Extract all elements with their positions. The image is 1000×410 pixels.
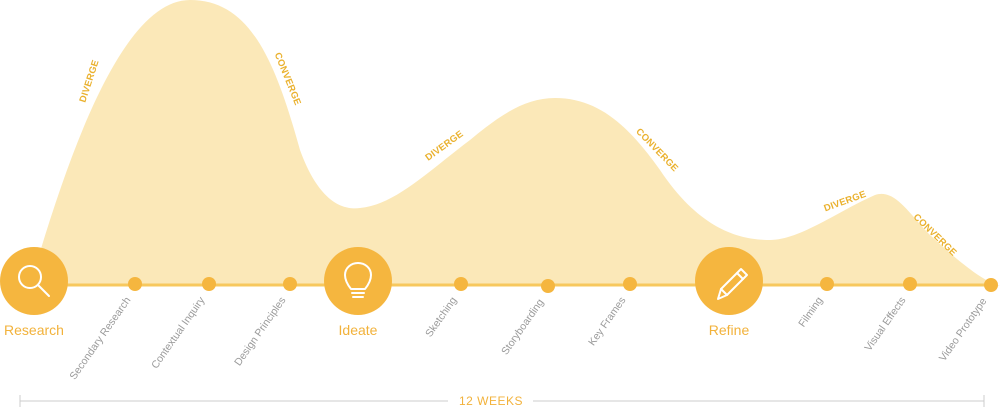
step-visual-effects: Visual Effects	[862, 277, 917, 354]
step-dot	[623, 277, 637, 291]
pen-icon	[717, 268, 748, 300]
timeline-bracket: 12 WEEKS	[19, 394, 985, 408]
phase-circle	[324, 247, 392, 315]
step-dot	[984, 278, 998, 292]
step-dot	[283, 277, 297, 291]
step-storyboarding: Storyboarding	[499, 279, 555, 357]
step-label: Key Frames	[586, 295, 628, 348]
step-label: Visual Effects	[862, 295, 908, 354]
step-label: Filming	[796, 295, 825, 330]
step-video-prototype: Video Prototype	[937, 278, 998, 364]
phase-circle	[0, 247, 68, 315]
phase-label-refine: Refine	[709, 322, 750, 338]
step-key-frames: Key Frames	[586, 277, 637, 348]
lightbulb-icon	[344, 262, 372, 298]
search-icon	[18, 265, 50, 297]
phase-ideate: Ideate	[324, 247, 392, 338]
step-dot	[903, 277, 917, 291]
step-label: Design Principles	[232, 295, 288, 368]
step-markers: Secondary Research Contextual Inquiry De…	[67, 277, 998, 382]
phase-label-ideate: Ideate	[339, 322, 378, 338]
step-label: Storyboarding	[499, 297, 546, 358]
step-secondary-research: Secondary Research	[67, 277, 142, 382]
step-contextual-inquiry: Contextual Inquiry	[149, 277, 216, 371]
phase-label-research: Research	[4, 322, 64, 338]
divergence-wave	[40, 0, 1000, 286]
step-dot	[202, 277, 216, 291]
step-design-principles: Design Principles	[232, 277, 297, 368]
step-label: Contextual Inquiry	[149, 294, 208, 371]
step-dot	[128, 277, 142, 291]
step-dot	[454, 277, 468, 291]
phase-research: Research	[0, 247, 68, 338]
phase-refine: Refine	[695, 247, 763, 338]
step-dot	[820, 277, 834, 291]
step-label: Secondary Research	[67, 295, 133, 382]
step-label: Sketching	[423, 295, 459, 340]
step-label: Video Prototype	[937, 296, 990, 364]
timeline-label: 12 WEEKS	[459, 394, 523, 408]
step-dot	[541, 279, 555, 293]
